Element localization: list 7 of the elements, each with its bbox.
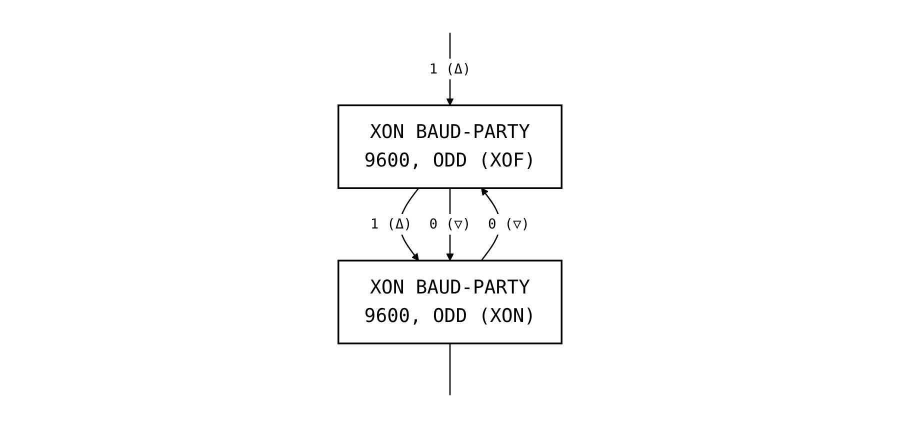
- edge-label: 0 (▽): [488, 216, 530, 232]
- connector: [449, 343, 451, 396]
- edge-label: 1 (Δ): [429, 60, 471, 77]
- edge-label: 1 (Δ): [370, 216, 412, 232]
- node-box: XON BAUD-PARTY 9600, ODD (XOF): [338, 104, 562, 189]
- node-box: XON BAUD-PARTY 9600, ODD (XON): [338, 260, 562, 344]
- edge-label: 0 (▽): [429, 216, 471, 232]
